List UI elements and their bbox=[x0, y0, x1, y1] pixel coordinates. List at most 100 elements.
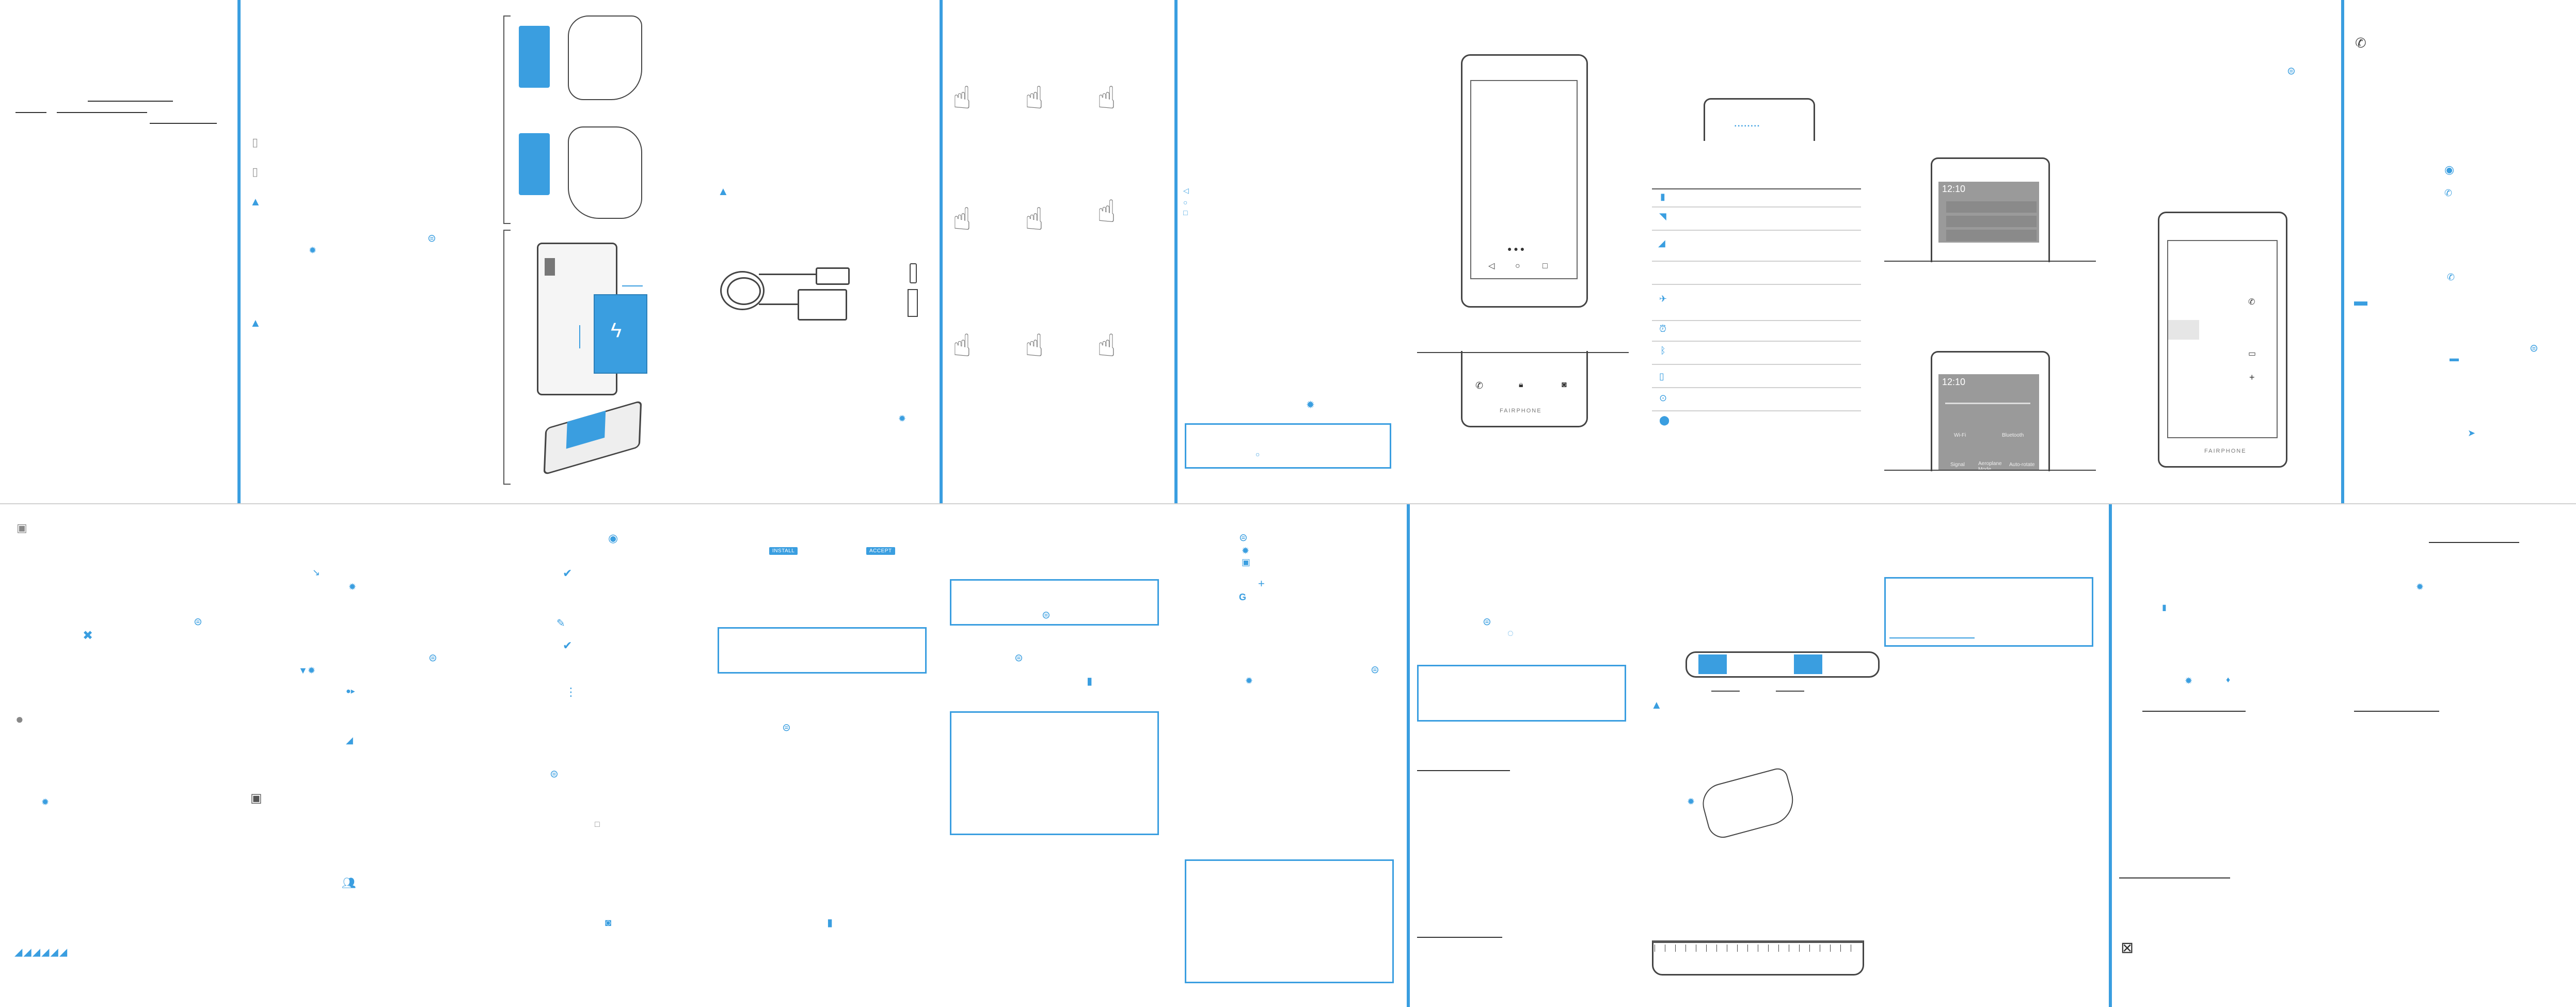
profile-icon: ● bbox=[15, 711, 24, 727]
mic-icon: ♦ bbox=[2226, 676, 2231, 684]
drag-gesture-icon: ☝ bbox=[1025, 202, 1044, 236]
weather-icons: ◢◢◢◢◢◢ bbox=[14, 947, 69, 958]
warning-icon: ▲ bbox=[718, 185, 729, 198]
panel-divider bbox=[237, 0, 241, 503]
qs-autorotate: Auto-rotate bbox=[2009, 462, 2035, 468]
panel-divider bbox=[2109, 503, 2112, 1007]
table-line bbox=[1652, 320, 1861, 321]
push-arrow bbox=[1711, 691, 1740, 692]
panel-divider bbox=[2341, 0, 2344, 503]
phone-icon: ✆ bbox=[2248, 298, 2255, 307]
more-icon: ⊜ bbox=[1483, 616, 1491, 628]
info-box bbox=[950, 579, 1159, 626]
phone-top-edge bbox=[1685, 651, 1880, 678]
contacts-icon: ▣ bbox=[250, 791, 262, 805]
table-line bbox=[1652, 188, 1861, 189]
no-signal-icon: ↘ bbox=[312, 567, 321, 578]
wifi-icon: ◥ bbox=[1659, 211, 1666, 221]
gear-icon: ✹ bbox=[898, 413, 907, 424]
more-icon: ⊜ bbox=[194, 616, 202, 628]
edge-handle bbox=[2168, 320, 2199, 340]
hands-illustration bbox=[568, 15, 642, 100]
vibrate-icon: ▯ bbox=[1659, 371, 1664, 381]
home-icon: ○ bbox=[1183, 198, 1188, 206]
data-icon: ●▸ bbox=[346, 687, 355, 696]
more-icon: ⊜ bbox=[1014, 652, 1023, 664]
battery-icon: ▮ bbox=[2162, 603, 2167, 612]
push-arrow bbox=[1776, 691, 1804, 692]
notification-phone bbox=[1931, 157, 2050, 262]
gear-icon: ✹ bbox=[1242, 546, 1250, 556]
shuffle-icon: ✖ bbox=[83, 629, 93, 643]
camera-icon: ◙ bbox=[605, 917, 612, 929]
arrow-left bbox=[622, 285, 643, 286]
link-underline bbox=[2354, 711, 2439, 712]
link-underline bbox=[1417, 770, 1510, 771]
notification-row bbox=[1946, 201, 2037, 213]
pinch-gesture-icon: ☝ bbox=[952, 328, 972, 363]
rotate-gesture-icon: ☝ bbox=[1097, 328, 1116, 363]
wifi-gear-icon: ▼✹ bbox=[298, 665, 315, 676]
phone-screen bbox=[1470, 80, 1578, 279]
phone-icon: ✆ bbox=[2355, 35, 2366, 51]
install-button[interactable]: INSTALL bbox=[769, 547, 798, 555]
phone-back-cover bbox=[519, 26, 550, 88]
fold-line bbox=[0, 503, 2576, 504]
pencil-icon: ✎ bbox=[556, 618, 565, 629]
hands-illustration bbox=[568, 126, 642, 219]
sim-slot bbox=[545, 258, 555, 276]
overflow-menu-icon: ⋮ bbox=[565, 685, 577, 698]
link-underline bbox=[1889, 637, 1975, 638]
recent-apps-icon: □ bbox=[1183, 209, 1188, 217]
table-line bbox=[1652, 284, 1861, 285]
hand-phone-illustration bbox=[1698, 766, 1799, 841]
more-icon: ⊜ bbox=[1239, 532, 1248, 544]
recycle-bin-crossed-icon: ⊠ bbox=[2121, 939, 2134, 956]
info-box bbox=[1185, 859, 1394, 983]
clip-right bbox=[1794, 654, 1822, 674]
link-underline bbox=[150, 123, 217, 124]
menu-dots-icon: ● ● ● bbox=[1507, 245, 1525, 253]
phone-icon: ✆ bbox=[2447, 272, 2455, 282]
arrow-up bbox=[579, 325, 580, 348]
sim-icon: ▯ bbox=[252, 165, 259, 178]
square-icon: □ bbox=[595, 820, 600, 829]
add-icon: + bbox=[2249, 372, 2255, 382]
phone-profile bbox=[1652, 940, 1864, 976]
more-icon: ⊜ bbox=[1371, 664, 1379, 676]
usb-port bbox=[908, 289, 918, 317]
message-icon: ▭ bbox=[2248, 349, 2256, 358]
qs-wifi: Wi-Fi bbox=[1954, 433, 1966, 438]
gear-icon: ✹ bbox=[2185, 676, 2193, 686]
link-underline bbox=[15, 112, 46, 113]
double-tap-gesture-icon: ☝ bbox=[1025, 81, 1044, 115]
google-icon: G bbox=[1239, 592, 1247, 602]
phone-lockscreen bbox=[1461, 351, 1588, 427]
brightness-slider bbox=[1945, 403, 2030, 404]
accept-button[interactable]: ACCEPT bbox=[866, 547, 895, 555]
usb-a-plug bbox=[798, 289, 847, 321]
info-box bbox=[1417, 665, 1626, 722]
signal-off-icon: ◢ bbox=[346, 735, 353, 745]
phone-back-cover bbox=[519, 133, 550, 195]
bluetooth-icon: ᛒ bbox=[1660, 345, 1666, 356]
fold-line bbox=[1417, 352, 1629, 353]
nav-home-icon: ○ bbox=[1515, 262, 1520, 270]
more-icon: ⊜ bbox=[782, 722, 791, 733]
brand-label: FAIRPHONE bbox=[1500, 408, 1542, 414]
table-line bbox=[1652, 206, 1861, 207]
swipe-gesture-icon: ☝ bbox=[952, 202, 972, 236]
side-menu-phone bbox=[2158, 212, 2287, 468]
check-icon: ✔ bbox=[563, 567, 573, 580]
location-icon: ⬤ bbox=[1659, 415, 1670, 425]
qs-aeroplane: Aeroplane Mode bbox=[1978, 461, 2002, 472]
quick-settings-phone bbox=[1931, 351, 2050, 471]
camera-icon: ◙ bbox=[1562, 380, 1567, 389]
more-icon: ⊜ bbox=[1042, 610, 1051, 621]
status-time: 12:10 bbox=[1942, 377, 1966, 387]
panel-divider bbox=[1174, 0, 1178, 503]
info-box bbox=[950, 711, 1159, 835]
brand-label: FAIRPHONE bbox=[2204, 448, 2247, 454]
loading-icon: ◌ bbox=[1507, 628, 1514, 639]
scroll-gesture-icon: ☝ bbox=[1097, 194, 1116, 229]
